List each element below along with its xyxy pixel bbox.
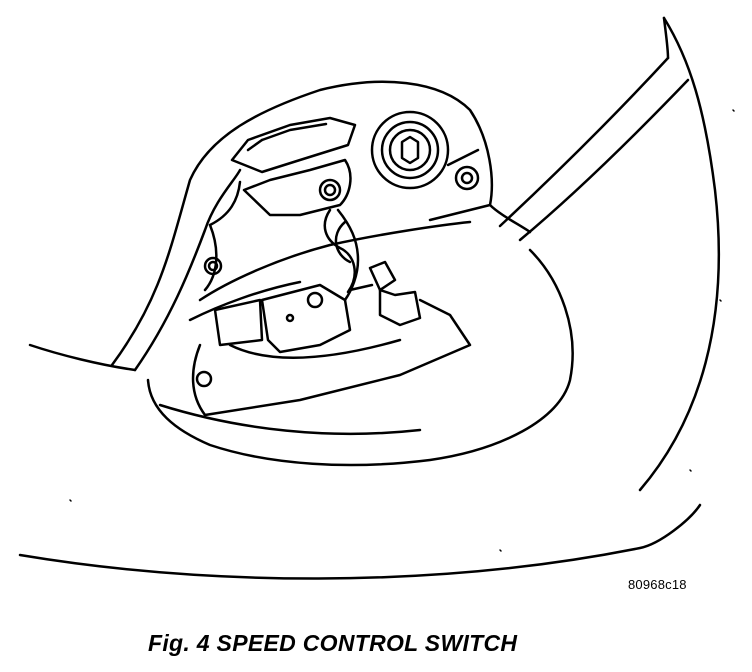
wheel-rim [18,16,721,580]
wheel-spoke [498,16,690,242]
switch-pod [146,248,574,467]
switch-connector [260,260,422,354]
airbag-housing [110,80,532,372]
right-mount-bolt [446,148,480,191]
switch-plate [191,298,472,417]
cavity-frame [188,180,472,322]
wire-harness [323,208,360,302]
speed-control-switch-illustration [18,16,735,580]
upper-connector [230,116,357,217]
center-screw-hole [318,178,342,202]
figure-reference-code: 80968c18 [628,577,687,592]
scan-speckles [69,109,735,552]
torx-bolt [370,110,450,190]
figure-caption: Fig. 4 SPEED CONTROL SWITCH [148,630,518,656]
